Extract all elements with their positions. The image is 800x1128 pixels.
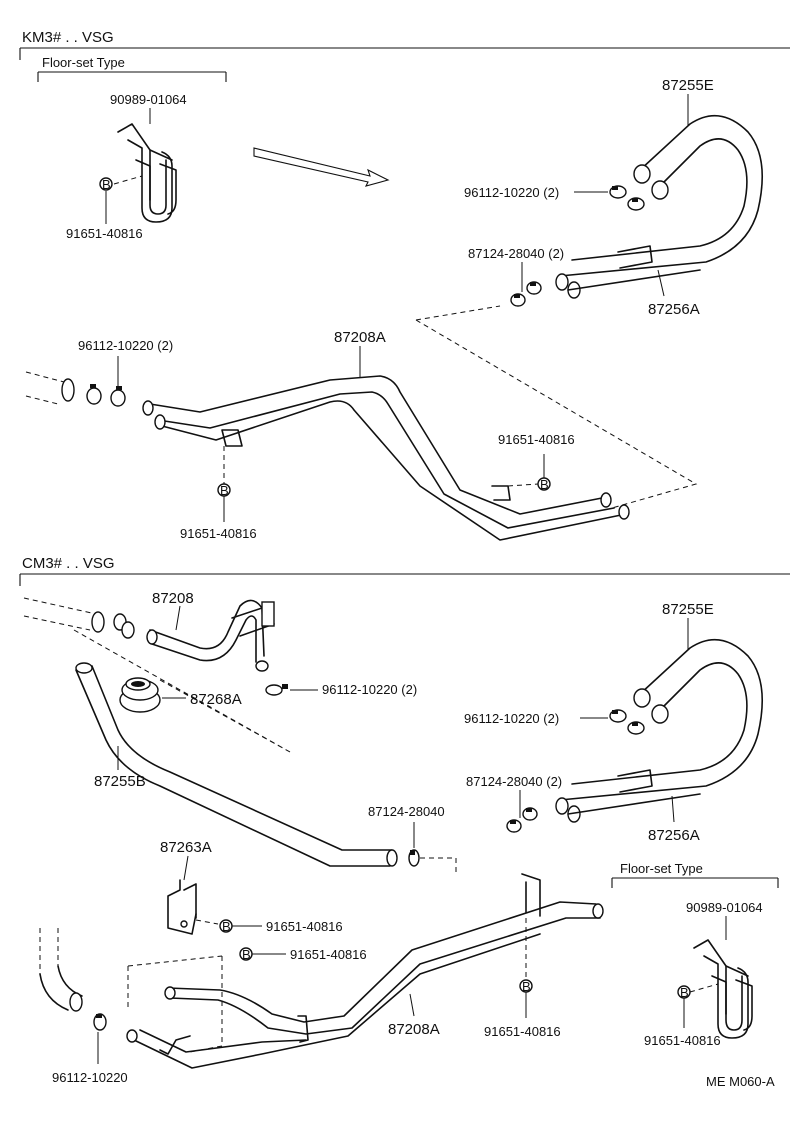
bot-hose-87255e — [555, 638, 763, 823]
bot-pipe-upper-label: 87208 — [152, 590, 194, 607]
bot-lower-bolt-label: 91651-40816 — [484, 1024, 561, 1039]
top-left-clamps-icon — [86, 384, 126, 407]
top-floor-b-marker — [99, 177, 113, 191]
bot-grommet-87268a — [119, 677, 161, 713]
top-floor-part-number: 90989-01064 — [110, 92, 187, 107]
bot-left-clamp-label: 96112-10220 — [52, 1070, 128, 1085]
top-hose-e-label: 87255E — [662, 77, 714, 94]
top-clip-pair-icon — [510, 281, 542, 307]
top-floor-type-label: Floor-set Type — [42, 55, 125, 70]
top-clamp-pair-label: 96112-10220 (2) — [464, 185, 559, 200]
bot-clamp-pair-icon — [609, 709, 645, 735]
bot-floor-bolt-number: 91651-40816 — [644, 1033, 721, 1048]
bot-floor-type-label: Floor-set Type — [620, 861, 703, 876]
top-left-hose-stub — [25, 371, 75, 405]
top-clamp-pair-icon — [609, 185, 645, 211]
reference-code: ME M060-A — [706, 1074, 775, 1089]
top-clip-pair-label: 87124-28040 (2) — [468, 246, 564, 261]
bot-pipe-87208 — [146, 599, 275, 672]
top-right-b-letter: B — [540, 477, 549, 492]
top-floor-bolt-number: 91651-40816 — [66, 226, 143, 241]
bot-mid-b-letter: B — [242, 947, 251, 962]
bot-bracket-87263a — [167, 879, 197, 935]
bot-pipe-87208a-lower — [126, 873, 604, 1069]
bot-clamp-pair-label: 96112-10220 (2) — [464, 711, 559, 726]
bot-floor-frame — [611, 877, 779, 888]
top-floor-b-letter: B — [102, 177, 111, 192]
bot-clip-pair-label: 87124-28040 (2) — [466, 774, 562, 789]
top-left-clamp-label: 96112-10220 (2) — [78, 338, 173, 353]
top-hose-87255e — [555, 114, 763, 299]
direction-arrow — [253, 147, 390, 187]
bot-upper-clamp-icon — [265, 684, 288, 696]
top-pipe-label: 87208A — [334, 329, 386, 346]
bot-bracket-bolt-label: 91651-40816 — [266, 919, 343, 934]
bot-hose-e-label: 87255E — [662, 601, 714, 618]
bot-mid-bolt-label: 91651-40816 — [290, 947, 367, 962]
bot-floor-part-number: 90989-01064 — [686, 900, 763, 915]
bot-left-hose-stub — [23, 597, 135, 639]
top-bottom-bolt-label: 91651-40816 — [180, 526, 257, 541]
bottom-section-frame — [19, 573, 790, 586]
top-section-header: KM3# . . VSG — [22, 29, 114, 46]
bot-grommet-label: 87268A — [190, 691, 242, 708]
bot-clip-icon — [408, 849, 420, 867]
bot-left-lower-hose — [39, 928, 107, 1031]
top-section-frame — [19, 47, 790, 82]
bot-floor-bracket — [693, 939, 753, 1039]
bot-bracket-b-letter: B — [222, 919, 231, 934]
bot-hose-87255b — [75, 662, 398, 867]
bottom-section-header: CM3# . . VSG — [22, 555, 115, 572]
bot-bracket-label: 87263A — [160, 839, 212, 856]
top-bottom-b-letter: B — [220, 483, 229, 498]
bot-upper-clamp-label: 96112-10220 (2) — [322, 682, 417, 697]
top-hose-a-label: 87256A — [648, 301, 700, 318]
top-floor-bracket — [117, 123, 177, 223]
bot-floor-b-letter: B — [680, 985, 689, 1000]
bot-pipe-lower-label: 87208A — [388, 1021, 440, 1038]
bot-lower-b-letter: B — [522, 979, 531, 994]
bot-clip-pair-icon — [506, 807, 538, 833]
bot-clip-label: 87124-28040 — [368, 804, 445, 819]
top-pipe-87208a — [142, 375, 630, 541]
bot-hose-b-label: 87255B — [94, 773, 146, 790]
top-right-bolt-label: 91651-40816 — [498, 432, 575, 447]
bot-hose-a-label: 87256A — [648, 827, 700, 844]
